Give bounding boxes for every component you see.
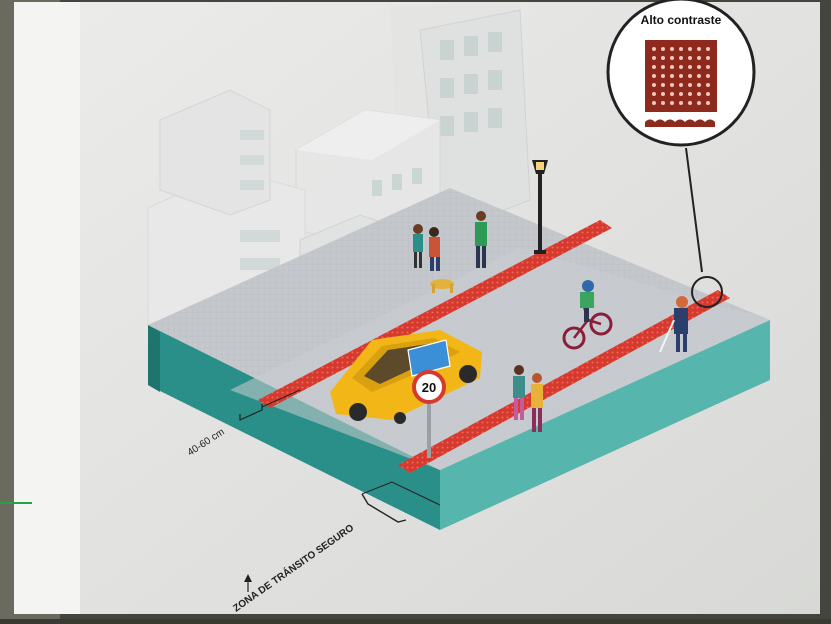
speed-limit-value: 20 bbox=[422, 380, 436, 395]
callout-title: Alto contraste bbox=[641, 13, 722, 27]
screen-margin bbox=[14, 2, 80, 614]
